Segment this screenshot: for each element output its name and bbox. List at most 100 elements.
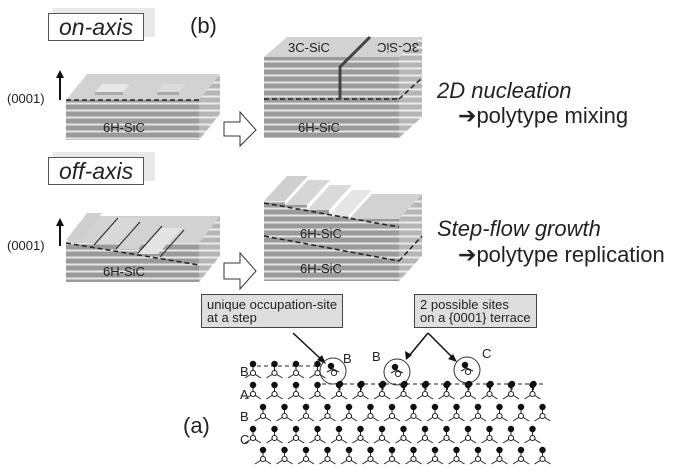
silicon-atom <box>444 380 451 388</box>
silicon-atom <box>410 446 417 454</box>
carbon-atom <box>400 434 407 442</box>
carbon-atom <box>496 412 503 420</box>
silicon-atom <box>345 403 353 411</box>
bond <box>396 369 404 374</box>
layer-label: C <box>240 432 250 447</box>
transition-arrow <box>223 251 257 291</box>
silicon-atom <box>314 425 321 433</box>
carbon-atom <box>367 412 374 420</box>
silicon-atom <box>292 360 300 368</box>
carbon-atom <box>357 434 364 442</box>
carbon-atom <box>421 390 429 398</box>
carbon-atom <box>474 455 482 463</box>
carbon-atom <box>259 455 267 463</box>
carbon-atom <box>464 368 472 376</box>
site-label-terrace-1: B <box>372 349 381 364</box>
carbon-atom <box>443 434 450 442</box>
carbon-atom <box>302 412 310 420</box>
silicon-atom <box>345 446 353 454</box>
bond <box>390 369 398 374</box>
carbon-atom <box>367 455 374 463</box>
silicon-atom <box>539 403 546 411</box>
silicon-atom <box>367 446 374 454</box>
silicon-atom <box>281 446 288 454</box>
silicon-atom <box>388 403 396 411</box>
silicon-atom <box>302 446 310 454</box>
panel-b-tag: (b) <box>190 13 217 38</box>
carbon-atom <box>302 455 310 463</box>
carbon-atom <box>453 412 460 420</box>
silicon-atom <box>431 446 439 454</box>
carbon-atom <box>388 455 396 463</box>
substrate-label-on-before: 6H-SiC <box>103 120 145 135</box>
off-axis-substrate-block <box>65 213 220 282</box>
silicon-atom <box>327 362 335 370</box>
carbon-atom <box>259 412 267 420</box>
carbon-atom <box>249 369 257 377</box>
silicon-atom <box>324 403 331 411</box>
silicon-atom <box>249 425 257 433</box>
substrate-label-off-after: 6H-SiC <box>300 261 342 276</box>
silicon-atom <box>487 380 494 388</box>
silicon-atom <box>259 446 267 454</box>
callout-arrow <box>405 332 429 360</box>
carbon-atom <box>345 455 353 463</box>
carbon-atom <box>271 434 278 442</box>
off-axis-label: off-axis <box>48 157 145 185</box>
carbon-atom <box>529 390 536 398</box>
substrate-label-on-after: 6H-SiC <box>298 120 340 135</box>
silicon-atom <box>379 380 387 388</box>
bond <box>326 368 334 373</box>
silicon-atom <box>474 446 482 454</box>
silicon-atom <box>539 446 546 454</box>
carbon-atom <box>507 434 515 442</box>
silicon-atom <box>453 446 460 454</box>
result-polytype-mixing: ➔polytype mixing <box>458 103 629 128</box>
silicon-atom <box>314 360 321 368</box>
silicon-atom <box>486 425 493 433</box>
silicon-atom <box>530 380 537 388</box>
silicon-atom <box>271 381 278 389</box>
silicon-atom <box>335 425 343 433</box>
on-axis-label: on-axis <box>48 13 145 41</box>
silicon-atom <box>410 403 417 411</box>
silicon-atom <box>292 425 300 433</box>
2d-nucleus <box>95 84 130 95</box>
silicon-atom <box>271 360 278 368</box>
silicon-atom <box>400 425 407 433</box>
carbon-atom <box>517 455 525 463</box>
silicon-atom <box>259 403 267 411</box>
right-arrow-icon: ➔ <box>458 242 477 267</box>
transition-arrow <box>223 110 257 148</box>
c-axis-arrow-on <box>56 70 64 100</box>
mechanism-step-flow: Step-flow growth <box>437 216 601 241</box>
layer-label: B <box>240 364 249 379</box>
silicon-atom <box>314 381 321 389</box>
carbon-atom <box>249 390 257 398</box>
silicon-atom <box>357 425 364 433</box>
silicon-atom <box>517 446 525 454</box>
silicon-atom <box>358 380 365 388</box>
carbon-atom <box>453 455 460 463</box>
silicon-atom <box>464 425 472 433</box>
silicon-atom <box>508 380 516 388</box>
carbon-atom <box>281 455 288 463</box>
carbon-atom <box>335 390 343 398</box>
bond <box>332 368 340 373</box>
silicon-atom <box>496 446 503 454</box>
axis-label-off: (0001) <box>7 238 45 253</box>
carbon-atom <box>400 390 407 398</box>
silicon-atom <box>496 403 503 411</box>
carbon-atom <box>539 455 546 463</box>
lattice-atoms <box>244 360 551 465</box>
silicon-atom <box>529 425 536 433</box>
axis-label-on: (0001) <box>7 91 45 106</box>
silicon-atom <box>324 446 331 454</box>
carbon-atom <box>314 434 321 442</box>
carbon-atom <box>324 455 331 463</box>
carbon-atom <box>249 434 257 442</box>
layer-label: A <box>240 387 249 402</box>
result-polytype-replication: ➔polytype replication <box>458 242 665 267</box>
on-axis-substrate-block <box>66 74 220 140</box>
carbon-atom <box>292 390 300 398</box>
